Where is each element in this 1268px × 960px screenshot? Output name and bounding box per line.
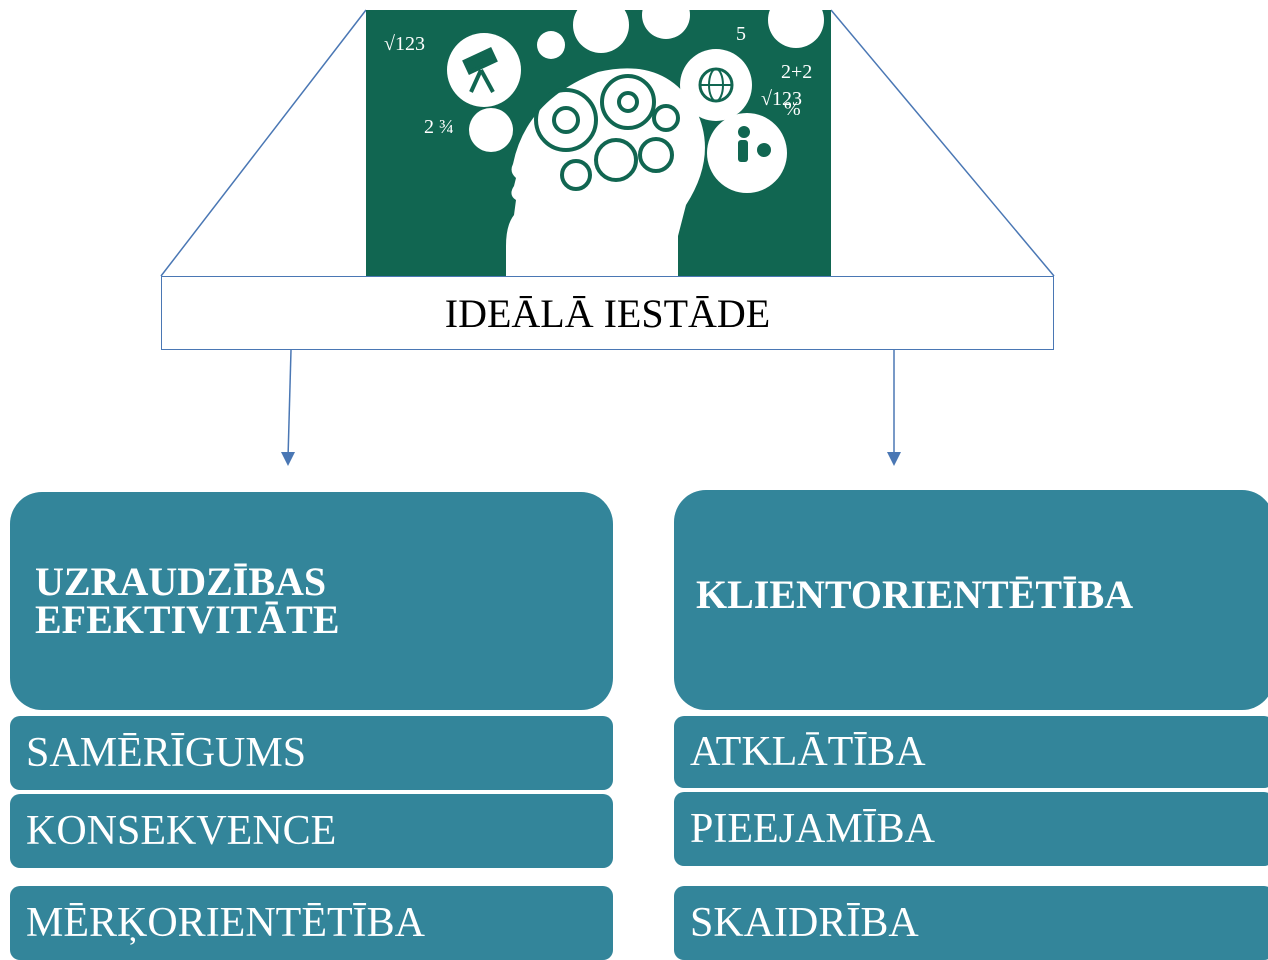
pillar-heading-left-text: UZRAUDZĪBAS EFEKTIVITĀTE bbox=[35, 559, 340, 642]
right-arrow-head bbox=[887, 452, 901, 466]
svg-text:2+2: 2+2 bbox=[781, 61, 812, 83]
pillar-item-text: SAMĒRĪGUMS bbox=[26, 730, 307, 776]
hero-illustration: √123 2 ¾ 2+2 % 5 √123 bbox=[366, 10, 831, 276]
title-box: IDEĀLĀ IESTĀDE bbox=[161, 276, 1054, 350]
pillar-item-right-2: PIEEJAMĪBA bbox=[674, 792, 1268, 866]
svg-text:√123: √123 bbox=[761, 88, 802, 110]
left-roof-line bbox=[160, 9, 367, 277]
svg-text:%: % bbox=[784, 98, 801, 120]
right-roof-line bbox=[830, 9, 1055, 277]
pillar-item-text: KONSEKVENCE bbox=[26, 808, 337, 854]
svg-text:2 ¾: 2 ¾ bbox=[424, 116, 454, 138]
pillar-item-left-1: SAMĒRĪGUMS bbox=[10, 716, 613, 790]
pillar-item-text: SKAIDRĪBA bbox=[690, 900, 919, 946]
pillar-item-text: MĒRĶORIENTĒTĪBA bbox=[26, 900, 425, 946]
glyph-sqrt: √123 bbox=[384, 33, 425, 55]
pillar-item-left-2: KONSEKVENCE bbox=[10, 794, 613, 868]
left-arrow-head bbox=[281, 452, 295, 466]
brain-gears-head-icon: √123 2 ¾ 2+2 % 5 √123 bbox=[384, 10, 824, 276]
pillar-heading-right: KLIENTORIENTĒTĪBA bbox=[674, 490, 1268, 710]
pillar-item-left-3: MĒRĶORIENTĒTĪBA bbox=[10, 886, 613, 960]
pillar-item-right-1: ATKLĀTĪBA bbox=[674, 716, 1268, 788]
pillar-heading-right-text: KLIENTORIENTĒTĪBA bbox=[696, 572, 1134, 617]
pillar-item-right-3: SKAIDRĪBA bbox=[674, 886, 1268, 960]
pillar-item-text: PIEEJAMĪBA bbox=[690, 806, 936, 852]
title-text: IDEĀLĀ IESTĀDE bbox=[444, 290, 771, 336]
pillar-heading-left: UZRAUDZĪBAS EFEKTIVITĀTE bbox=[10, 492, 613, 710]
svg-text:5: 5 bbox=[736, 23, 746, 45]
pillar-item-text: ATKLĀTĪBA bbox=[690, 729, 926, 775]
left-arrow-line bbox=[287, 349, 292, 459]
